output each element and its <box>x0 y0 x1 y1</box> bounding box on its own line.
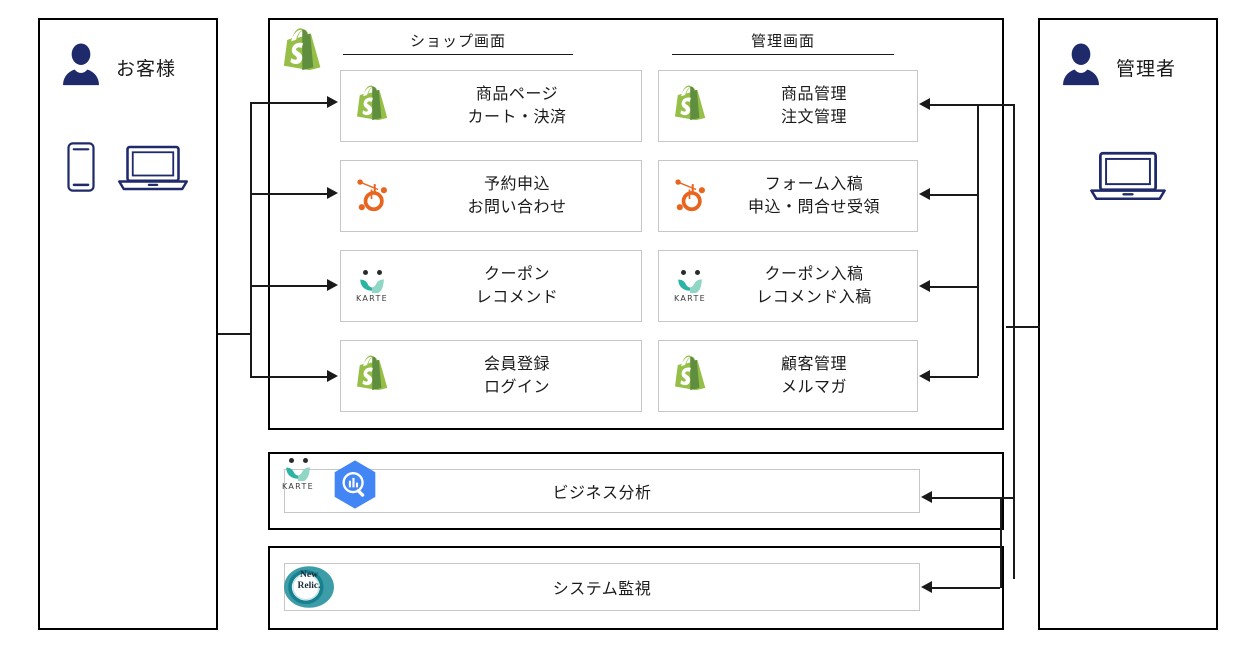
card-system-monitoring[interactable]: システム監視 <box>284 563 920 611</box>
wire-customer-b1 <box>250 102 328 104</box>
card-line-2: ログイン <box>483 379 550 396</box>
wire-customer-trunk-lower <box>250 333 252 377</box>
arrowhead-admin-1 <box>919 98 930 110</box>
arrowhead-shop-3 <box>327 279 338 291</box>
wire-analysis <box>932 497 1014 499</box>
card-system-monitoring-text: システム監視 <box>552 581 652 598</box>
card-line-1: 顧客管理 <box>780 355 847 373</box>
card-line-1: クーポン <box>483 265 550 283</box>
person-icon <box>58 42 104 93</box>
smartphone-icon <box>67 142 95 197</box>
admin-column-header-text: 管理画面 <box>750 33 815 50</box>
arrowhead-shop-4 <box>327 370 338 382</box>
arrowhead-analysis <box>921 491 932 503</box>
arrowhead-admin-2 <box>919 188 930 200</box>
card-shop-booking[interactable]: 予約申込 お問い合わせ <box>340 160 642 232</box>
card-admin-form-text: フォーム入稿 申込・問合せ受領 <box>721 173 917 219</box>
newrelic-icon <box>281 561 337 618</box>
customer-device-row <box>40 142 216 197</box>
admin-label: 管理者 <box>1116 59 1177 80</box>
laptop-icon <box>1089 150 1167 207</box>
card-line-1: 予約申込 <box>483 175 550 193</box>
card-line-1: フォーム入稿 <box>764 175 864 193</box>
admin-column-header: 管理画面 <box>672 30 894 55</box>
card-line-2: 申込・問合せ受領 <box>747 199 880 216</box>
wire-customer-b2 <box>250 193 328 195</box>
card-line-2: お問い合わせ <box>467 199 567 216</box>
wire-monitoring <box>932 587 1000 589</box>
card-admin-form[interactable]: フォーム入稿 申込・問合せ受領 <box>658 160 918 232</box>
card-line-1: 商品管理 <box>780 85 847 103</box>
admin-device-row <box>1040 150 1216 207</box>
card-shop-product-text: 商品ページ カート・決済 <box>403 83 641 129</box>
card-admin-customer-text: 顧客管理 メルマガ <box>721 353 917 399</box>
arrowhead-monitoring <box>921 581 932 593</box>
admin-actor-panel: 管理者 <box>1038 18 1218 630</box>
card-admin-coupon-text: クーポン入稿 レコメンド入稿 <box>721 263 917 309</box>
shopify-icon <box>659 355 721 397</box>
person-icon <box>1058 42 1104 93</box>
header-rule <box>343 54 573 55</box>
wire-admin-b2 <box>930 194 978 196</box>
wire-monitor-riser <box>1000 497 1002 588</box>
karte-icon: KARTE <box>659 269 721 303</box>
customer-label: お客様 <box>116 59 177 80</box>
arrowhead-shop-2 <box>327 187 338 199</box>
card-shop-signup-text: 会員登録 ログイン <box>403 353 641 399</box>
wire-admin-riser <box>977 104 979 376</box>
card-shop-product[interactable]: 商品ページ カート・決済 <box>340 70 642 142</box>
arrowhead-admin-4 <box>919 370 930 382</box>
wire-admin-b4 <box>930 376 978 378</box>
card-line-2: カート・決済 <box>467 109 567 126</box>
card-admin-coupon[interactable]: KARTE クーポン入稿 レコメンド入稿 <box>658 250 918 322</box>
wire-customer-out <box>218 333 252 335</box>
wire-admin-b3 <box>930 286 978 288</box>
shopify-icon <box>659 85 721 127</box>
card-line-1: 商品ページ <box>475 85 559 103</box>
card-line-2: レコメンド <box>475 289 559 306</box>
shopify-icon <box>341 355 403 397</box>
card-line-2: メルマガ <box>780 379 847 396</box>
shopify-icon <box>341 85 403 127</box>
card-line-2: レコメンド入稿 <box>756 289 872 306</box>
wire-admin-trunk-lower <box>1013 326 1015 579</box>
card-shop-coupon-text: クーポン レコメンド <box>403 263 641 309</box>
card-business-analysis[interactable]: ビジネス分析 <box>284 469 920 513</box>
shopify-icon <box>280 28 324 83</box>
bigquery-icon <box>331 459 379 516</box>
wire-customer-trunk-upper <box>250 102 252 334</box>
admin-header: 管理者 <box>1058 42 1176 93</box>
header-rule <box>672 54 894 55</box>
shop-column-header-text: ショップ画面 <box>409 33 506 50</box>
wire-admin-b1 <box>930 104 1014 106</box>
wire-customer-b3 <box>250 285 328 287</box>
card-line-2: 注文管理 <box>780 109 847 126</box>
card-shop-booking-text: 予約申込 お問い合わせ <box>403 173 641 219</box>
wire-admin-out <box>1006 326 1040 328</box>
laptop-icon <box>117 144 189 197</box>
wire-customer-b4 <box>250 376 328 378</box>
card-shop-coupon[interactable]: KARTE クーポン レコメンド <box>340 250 642 322</box>
card-admin-customer[interactable]: 顧客管理 メルマガ <box>658 340 918 412</box>
karte-icon: KARTE <box>341 269 403 303</box>
karte-icon: KARTE <box>282 458 314 491</box>
arrowhead-admin-3 <box>919 280 930 292</box>
card-admin-product-text: 商品管理 注文管理 <box>721 83 917 129</box>
customer-header: お客様 <box>58 42 176 93</box>
wire-admin-trunk-upper <box>1013 104 1015 328</box>
arrowhead-shop-1 <box>327 96 338 108</box>
hubspot-icon <box>659 176 721 216</box>
shop-column-header: ショップ画面 <box>343 30 573 55</box>
card-business-analysis-text: ビジネス分析 <box>552 485 652 502</box>
card-shop-signup[interactable]: 会員登録 ログイン <box>340 340 642 412</box>
customer-actor-panel: お客様 <box>38 18 218 630</box>
hubspot-icon <box>341 176 403 216</box>
card-line-1: クーポン入稿 <box>764 265 864 283</box>
card-line-1: 会員登録 <box>483 355 550 373</box>
card-admin-product[interactable]: 商品管理 注文管理 <box>658 70 918 142</box>
